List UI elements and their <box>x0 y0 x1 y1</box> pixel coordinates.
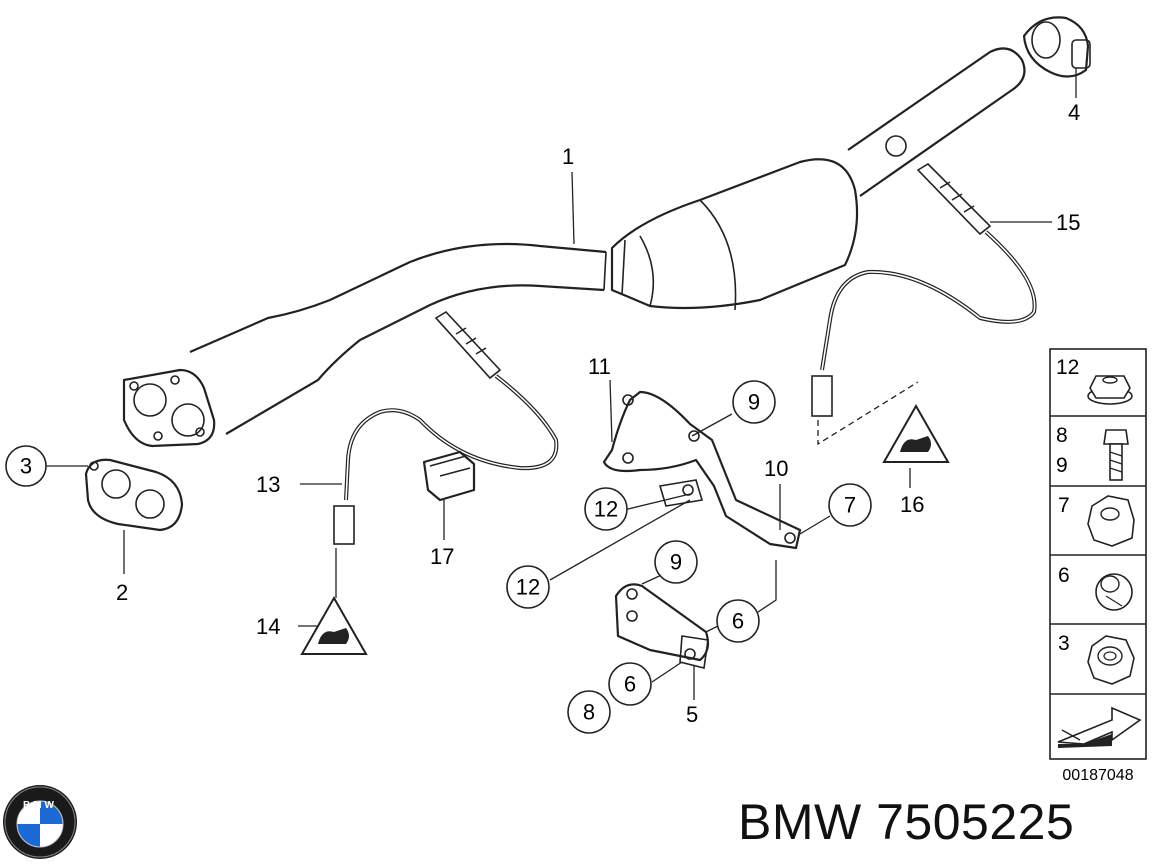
callout-6-left: 6 <box>608 662 652 706</box>
callout-6-right: 6 <box>716 599 760 643</box>
svg-text:7: 7 <box>1058 494 1070 517</box>
svg-text:7: 7 <box>844 493 856 518</box>
callout-5: 5 <box>686 702 698 727</box>
torque-warning-icon <box>300 595 368 655</box>
legend-row-3: 3 <box>1058 632 1135 685</box>
callout-9-lower: 9 <box>654 540 698 584</box>
hex-nut-icon <box>1087 495 1135 547</box>
callout-1: 1 <box>562 144 574 169</box>
svg-text:6: 6 <box>1058 564 1070 587</box>
collar-nut-icon <box>1095 573 1133 611</box>
callout-10: 10 <box>764 456 788 481</box>
callout-15: 15 <box>1056 210 1080 235</box>
callout-14: 14 <box>256 614 280 639</box>
callout-3: 3 <box>5 445 47 487</box>
svg-text:8: 8 <box>583 700 595 725</box>
diagram-reference-number: 00187048 <box>1062 767 1133 784</box>
rear-oxygen-sensor <box>811 162 1052 488</box>
callout-12-lower: 12 <box>506 565 550 609</box>
callout-4: 4 <box>1068 100 1080 125</box>
support-bracket-upper <box>549 379 831 581</box>
svg-text:9: 9 <box>670 550 682 575</box>
front-oxygen-sensor <box>298 310 559 627</box>
pipe-clamp <box>1022 16 1091 98</box>
part-number: 7505225 <box>876 794 1075 850</box>
callout-16: 16 <box>900 492 924 517</box>
legend-row-12: 12 <box>1056 356 1133 405</box>
svg-text:3: 3 <box>1058 632 1070 655</box>
brand-name: BMW <box>738 794 862 850</box>
svg-text:BMW: BMW <box>23 800 57 811</box>
legend-row-7: 7 <box>1058 494 1135 547</box>
gasket-arrow-icon <box>1057 706 1142 748</box>
callout-9-upper: 9 <box>732 380 776 424</box>
circled-callouts: 3 9 7 12 12 9 6 6 <box>5 380 872 734</box>
legend-row-8-9: 8 9 <box>1056 424 1129 481</box>
svg-text:6: 6 <box>732 609 744 634</box>
callout-7: 7 <box>828 483 872 527</box>
legend-row-6: 6 <box>1058 564 1133 611</box>
callout-11: 11 <box>588 354 611 379</box>
self-locking-nut-icon <box>1087 635 1135 685</box>
svg-text:12: 12 <box>1056 356 1079 379</box>
fastener-legend: 12 8 9 7 6 <box>1049 348 1147 760</box>
part-title: BMW 7505225 <box>738 790 1074 854</box>
catalytic-converter-pipe <box>122 47 1026 448</box>
flange-nut-icon <box>1087 375 1133 405</box>
cable-clip <box>422 450 476 540</box>
svg-text:8: 8 <box>1056 424 1068 447</box>
callout-13: 13 <box>256 472 280 497</box>
callout-labels: 1 2 4 5 10 11 13 14 15 16 17 <box>116 100 1080 727</box>
svg-text:3: 3 <box>20 454 32 479</box>
bmw-logo: BMW <box>3 785 77 859</box>
gasket <box>44 458 184 574</box>
svg-text:12: 12 <box>594 497 618 522</box>
torque-warning-icon <box>882 403 950 463</box>
callout-2: 2 <box>116 580 128 605</box>
svg-text:9: 9 <box>1056 454 1068 477</box>
callout-12-upper: 12 <box>584 487 628 531</box>
svg-text:6: 6 <box>624 672 636 697</box>
svg-text:9: 9 <box>748 390 760 415</box>
bolt-icon <box>1103 429 1129 481</box>
callout-8: 8 <box>567 690 611 734</box>
svg-text:12: 12 <box>516 575 540 600</box>
callout-17: 17 <box>430 544 454 569</box>
